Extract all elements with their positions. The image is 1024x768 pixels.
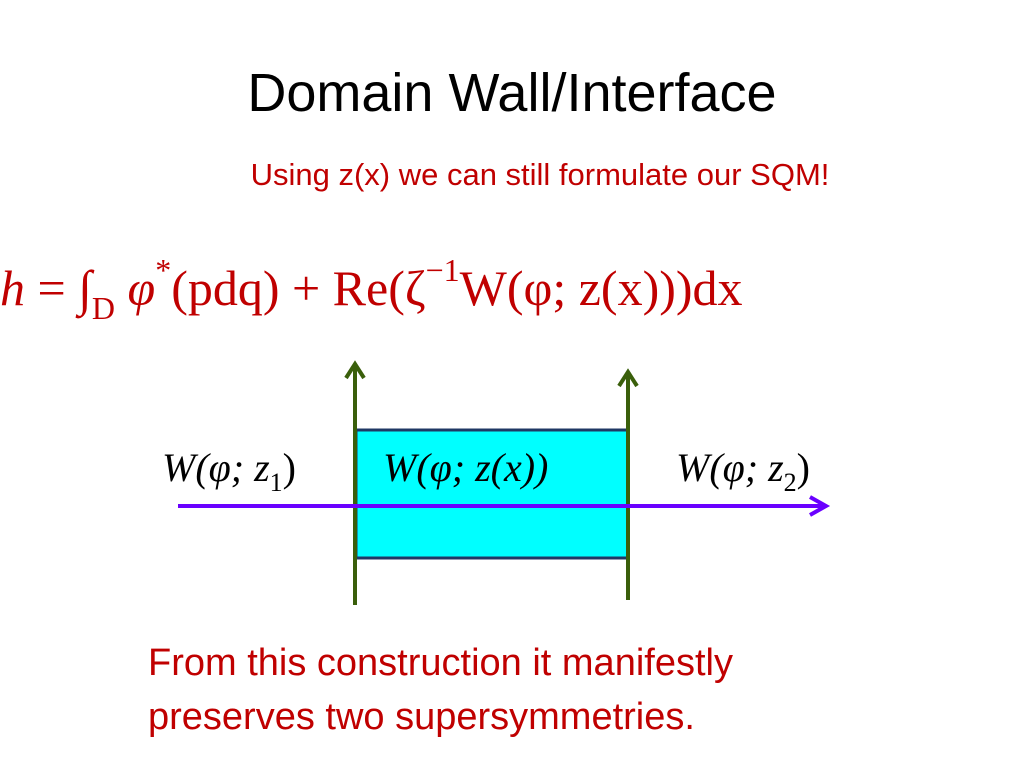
formula-inverse: −1 (425, 252, 460, 288)
formula-equals: = (25, 260, 79, 316)
slide-title: Domain Wall/Interface (247, 63, 777, 123)
formula-domain: D (91, 290, 116, 326)
x-axis-arrow (178, 495, 831, 517)
formula-pdq: (pdq) + Re(ζ (171, 260, 426, 316)
slide-subtitle: Using z(x) we can still formulate our SQ… (250, 157, 830, 192)
label-center-superpotential: W(φ; z(x)) (383, 445, 549, 490)
label-right-superpotential: W(φ; z2) (676, 445, 810, 497)
conclusion-line-1: From this construction it manifestly (148, 642, 733, 684)
conclusion-text: From this construction it manifestly pre… (148, 636, 888, 744)
formula-lhs: h (0, 260, 25, 316)
formula-phi: φ (115, 260, 156, 316)
formula-star: * (155, 252, 172, 288)
formula-integral: ∫ (78, 260, 92, 316)
left-wall-arrow (344, 360, 366, 605)
label-left-superpotential: W(φ; z1) (162, 445, 296, 497)
right-wall-arrow (617, 368, 639, 600)
h-formula: h = ∫D φ*(pdq) + Re(ζ−1W(φ; z(x)))dx (0, 230, 1024, 348)
conclusion-line-2: preserves two supersymmetries. (148, 696, 695, 738)
formula-w-part: W(φ; z(x)))dx (459, 260, 743, 316)
